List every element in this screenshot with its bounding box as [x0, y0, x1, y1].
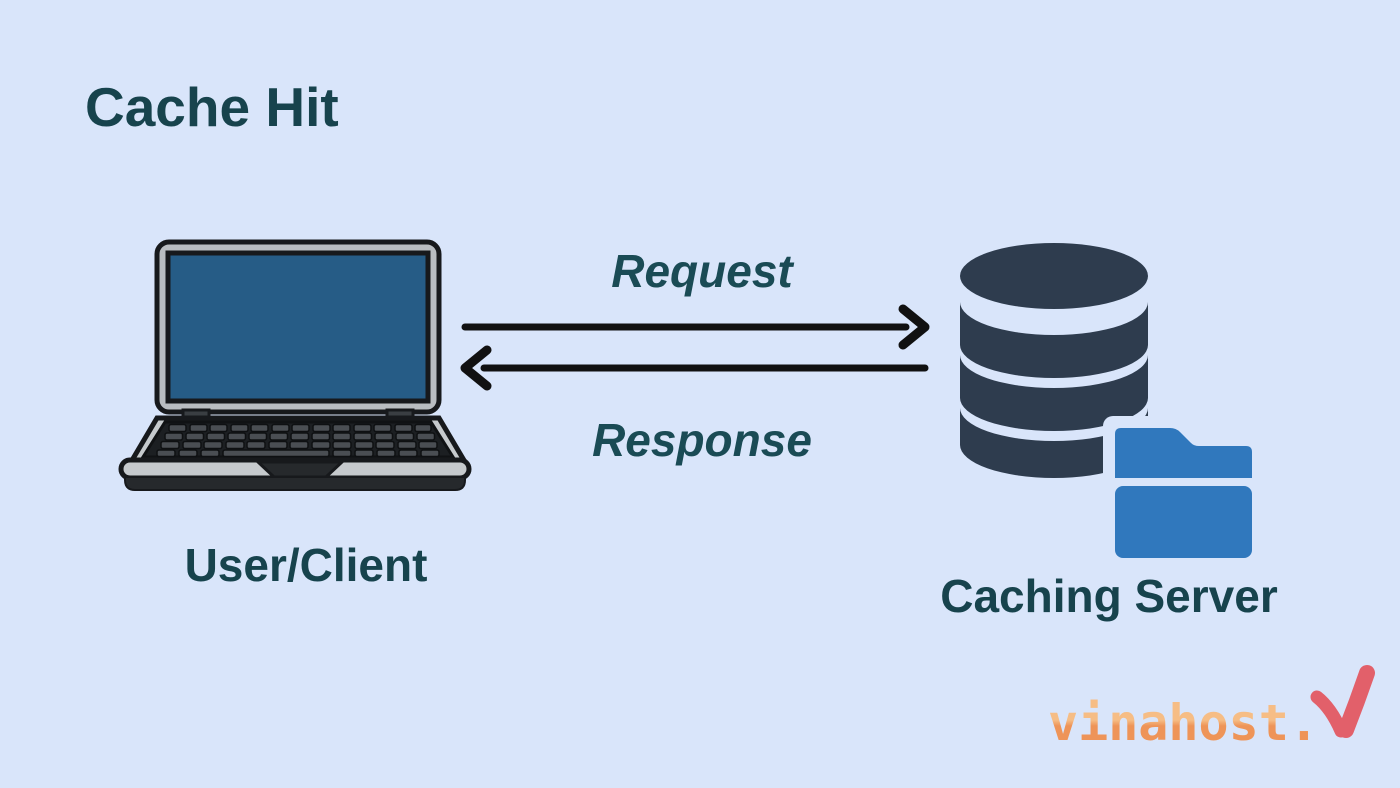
server-label: Caching Server: [940, 570, 1278, 622]
page-title: Cache Hit: [85, 76, 339, 138]
request-label: Request: [611, 245, 793, 297]
arrow-left-icon: [460, 345, 929, 391]
caching-server-illustration: [960, 243, 1265, 570]
vinahost-check-icon: [1310, 665, 1375, 738]
vinahost-logo-text: vinahost.: [1048, 694, 1319, 752]
client-label: User/Client: [184, 539, 428, 591]
response-label: Response: [592, 414, 812, 466]
laptop-icon: [118, 239, 472, 491]
vinahost-logo: vinahost.: [1048, 665, 1375, 752]
folder-icon: [1115, 428, 1252, 558]
arrow-right-icon: [461, 304, 930, 350]
database-icon: [960, 243, 1148, 478]
